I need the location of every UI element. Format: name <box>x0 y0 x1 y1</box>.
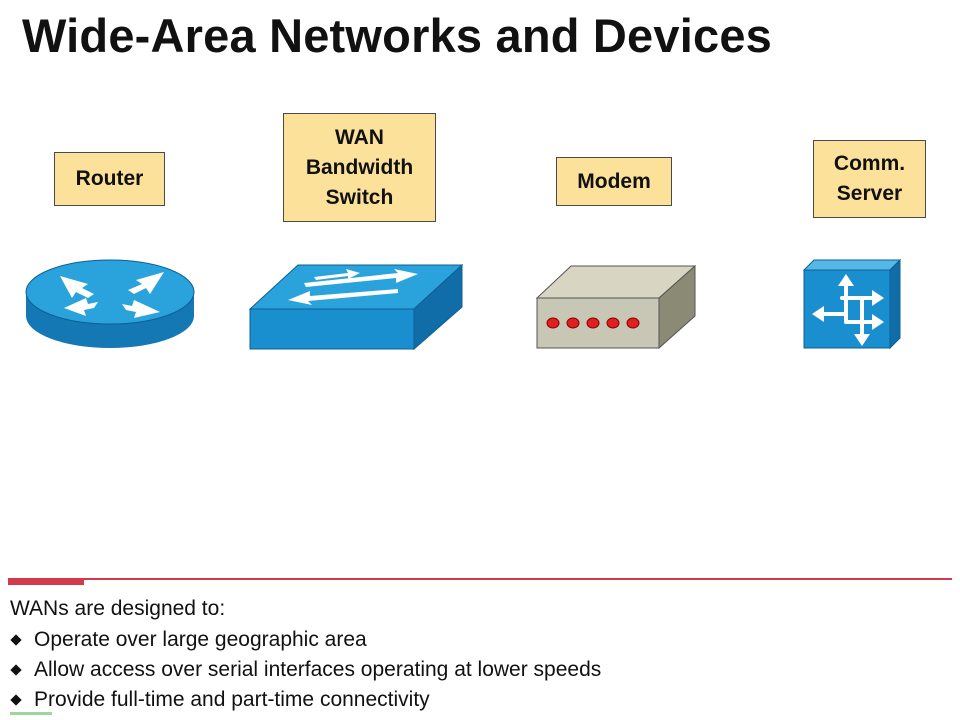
comm-server-label-text: Comm. Server <box>833 152 906 205</box>
list-item: Allow access over serial interfaces oper… <box>8 655 601 685</box>
router-label: Router <box>54 152 165 206</box>
modem-label: Modem <box>556 157 672 206</box>
summary-intro: WANs are designed to: <box>10 597 226 620</box>
separator-accent <box>8 580 84 585</box>
bullet-diamond-icon <box>10 634 22 646</box>
comm-server-label: Comm. Server <box>813 140 926 218</box>
wan-switch-label: WAN Bandwidth Switch <box>283 113 436 222</box>
modem-label-text: Modem <box>577 169 651 193</box>
comm-server-icon <box>802 258 902 350</box>
bullet-text: Operate over large geographic area <box>34 628 367 651</box>
router-icon <box>24 258 196 354</box>
router-label-text: Router <box>75 167 144 190</box>
wan-switch-icon <box>248 263 464 351</box>
summary-bullet-list: Operate over large geographic area Allow… <box>8 625 601 715</box>
wan-switch-label-text: WAN Bandwidth Switch <box>305 125 414 209</box>
list-item: Provide full-time and part-time connecti… <box>8 685 601 715</box>
bullet-diamond-icon <box>10 664 22 676</box>
bullet-text: Allow access over serial interfaces oper… <box>34 658 602 681</box>
list-item: Operate over large geographic area <box>8 625 601 655</box>
corner-accent <box>10 712 52 715</box>
bullet-diamond-icon <box>10 694 22 706</box>
page-title: Wide-Area Networks and Devices <box>22 9 773 62</box>
bullet-text: Provide full-time and part-time connecti… <box>34 688 430 711</box>
separator-rule <box>8 578 952 580</box>
modem-icon <box>535 264 697 350</box>
